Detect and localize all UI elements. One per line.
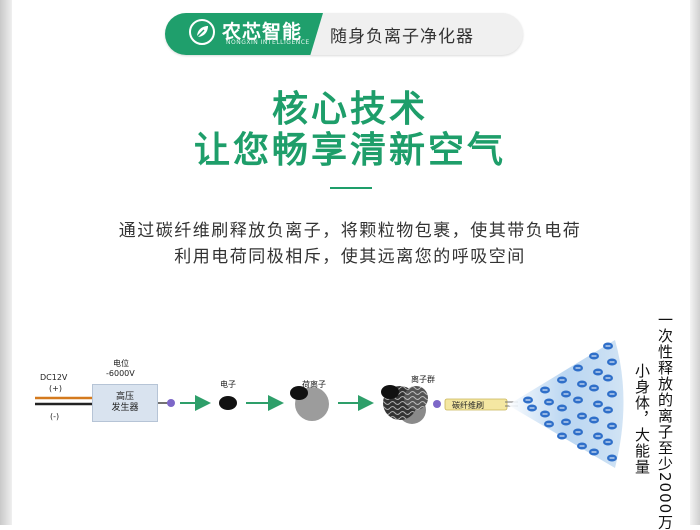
- output-node: [167, 399, 175, 407]
- potential-label: 电位: [113, 359, 129, 368]
- divider: [330, 187, 372, 189]
- generator-label-2: 发生器: [111, 403, 139, 413]
- positive-terminal-label: (+): [49, 384, 62, 393]
- brush-bar: [444, 398, 508, 411]
- left-edge: [0, 0, 12, 525]
- attached-electron: [290, 386, 308, 400]
- description-line-2: 利用电荷同极相斥，使其远离您的呼吸空间: [174, 247, 526, 267]
- carbon-brush-label: 碳纤维刷: [452, 401, 484, 410]
- charged-ion-label: 荷离子: [302, 380, 326, 389]
- cluster-electron: [381, 385, 399, 399]
- ion-particles: [523, 342, 617, 462]
- brand-subtitle: NONGXIN INTELLIGENCE: [226, 39, 310, 46]
- ion-cluster-front-texture: [404, 386, 428, 410]
- brand-logo-block: [165, 13, 323, 55]
- headline-line-1: 核心技术: [271, 89, 428, 130]
- ion-spray: [508, 340, 624, 468]
- high-voltage-generator: 高压 发生器: [92, 384, 158, 422]
- right-edge: [690, 0, 700, 525]
- generator-label-1: 高压: [115, 392, 134, 402]
- release-count-text: 一次性释放的离子至少2000万: [656, 312, 674, 530]
- ion-group-label: 离子群: [411, 375, 435, 384]
- negative-terminal-label: (-): [50, 412, 60, 421]
- electron-label: 电子: [220, 380, 236, 389]
- input-voltage-label: DC12V: [40, 373, 68, 382]
- brush-node: [433, 400, 441, 408]
- small-big-text: 小身体，大能量: [633, 363, 651, 475]
- headline-line-2: 让您畅享清新空气: [193, 130, 506, 171]
- product-name: 随身负离子净化器: [330, 27, 474, 47]
- potential-value: -6000V: [106, 369, 135, 378]
- brand-name: 农芯智能: [222, 21, 303, 43]
- leaf-logo-icon: [189, 19, 215, 45]
- electron-dot: [219, 396, 237, 410]
- description-line-1: 通过碳纤维刷释放负离子，将颗粒物包裹，使其带负电荷: [118, 221, 582, 241]
